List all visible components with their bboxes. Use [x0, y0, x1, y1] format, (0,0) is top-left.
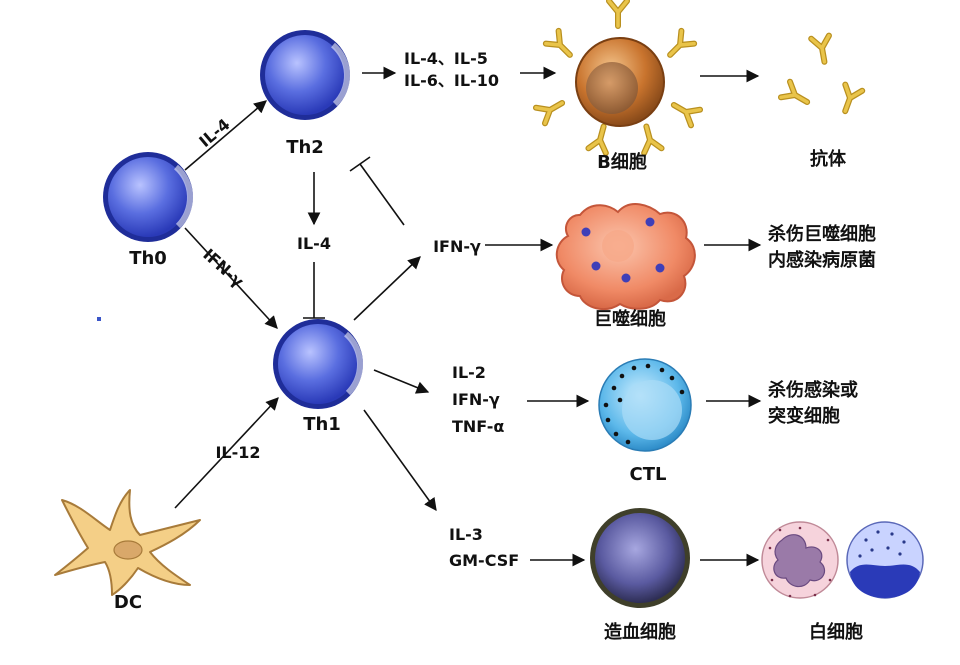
macrophage-outcome-1: 杀伤巨噬细胞	[768, 223, 876, 245]
macrophage-outcome-2: 内感染病原菌	[768, 249, 876, 271]
edge-th1-hema-label-2: GM-CSF	[449, 551, 519, 570]
edge-th2-th1-label: IL-4	[297, 234, 331, 253]
antibody-label: 抗体	[810, 148, 847, 170]
th2-label: Th2	[286, 137, 324, 158]
arrow-th1-ctl-cytokines	[373, 369, 430, 394]
b-cell	[536, 1, 700, 153]
macrophage-label: 巨噬细胞	[594, 308, 666, 330]
th1-label: Th1	[303, 414, 341, 435]
neutrophil-cell	[761, 521, 839, 599]
dc-label: DC	[114, 592, 142, 613]
hematopoietic-label: 造血细胞	[604, 621, 676, 643]
arrow-dc-th1	[174, 397, 279, 509]
edge-th0-th1-label: IFN-γ	[199, 245, 247, 291]
hematopoietic-cell	[590, 508, 690, 608]
edge-th2-b-label-1: IL-4、IL-5	[404, 49, 488, 68]
stray-dot	[97, 317, 101, 321]
dc-cell	[54, 489, 201, 596]
edge-th1-ifn-label: IFN-γ	[433, 237, 481, 256]
arrow-th0-th2	[184, 100, 267, 171]
ctl-cell	[598, 358, 692, 452]
b-cell-label: B细胞	[597, 151, 647, 173]
arrow-th0-th1	[184, 227, 278, 329]
edge-th1-ctl-label-1: IL-2	[452, 363, 486, 382]
antibody-icon	[781, 36, 862, 115]
th0-label: Th0	[129, 248, 167, 269]
edge-th1-ctl-label-3: TNF-α	[452, 417, 504, 436]
leukocyte-label: 白细胞	[809, 621, 863, 643]
arrow-th1-hema-cytokines	[363, 409, 437, 512]
inhibit-ifn-th2	[359, 163, 405, 226]
th2-cell	[260, 30, 351, 120]
ctl-label: CTL	[630, 464, 667, 485]
edge-th2-b-label-2: IL-6、IL-10	[404, 71, 499, 90]
edge-th1-ctl-label-2: IFN-γ	[452, 390, 500, 409]
arrow-th1-ifn	[353, 256, 421, 321]
inhibit-bar-th2	[349, 156, 371, 172]
th0-cell	[103, 152, 194, 242]
th1-cell	[273, 319, 364, 409]
edge-dc-th1-label: IL-12	[215, 443, 260, 462]
ctl-outcome-2: 突变细胞	[768, 405, 840, 427]
ctl-outcome-1: 杀伤感染或	[768, 379, 858, 401]
eosinophil-cell	[846, 521, 924, 599]
edge-th1-hema-label-1: IL-3	[449, 525, 483, 544]
macrophage-cell	[555, 203, 696, 311]
